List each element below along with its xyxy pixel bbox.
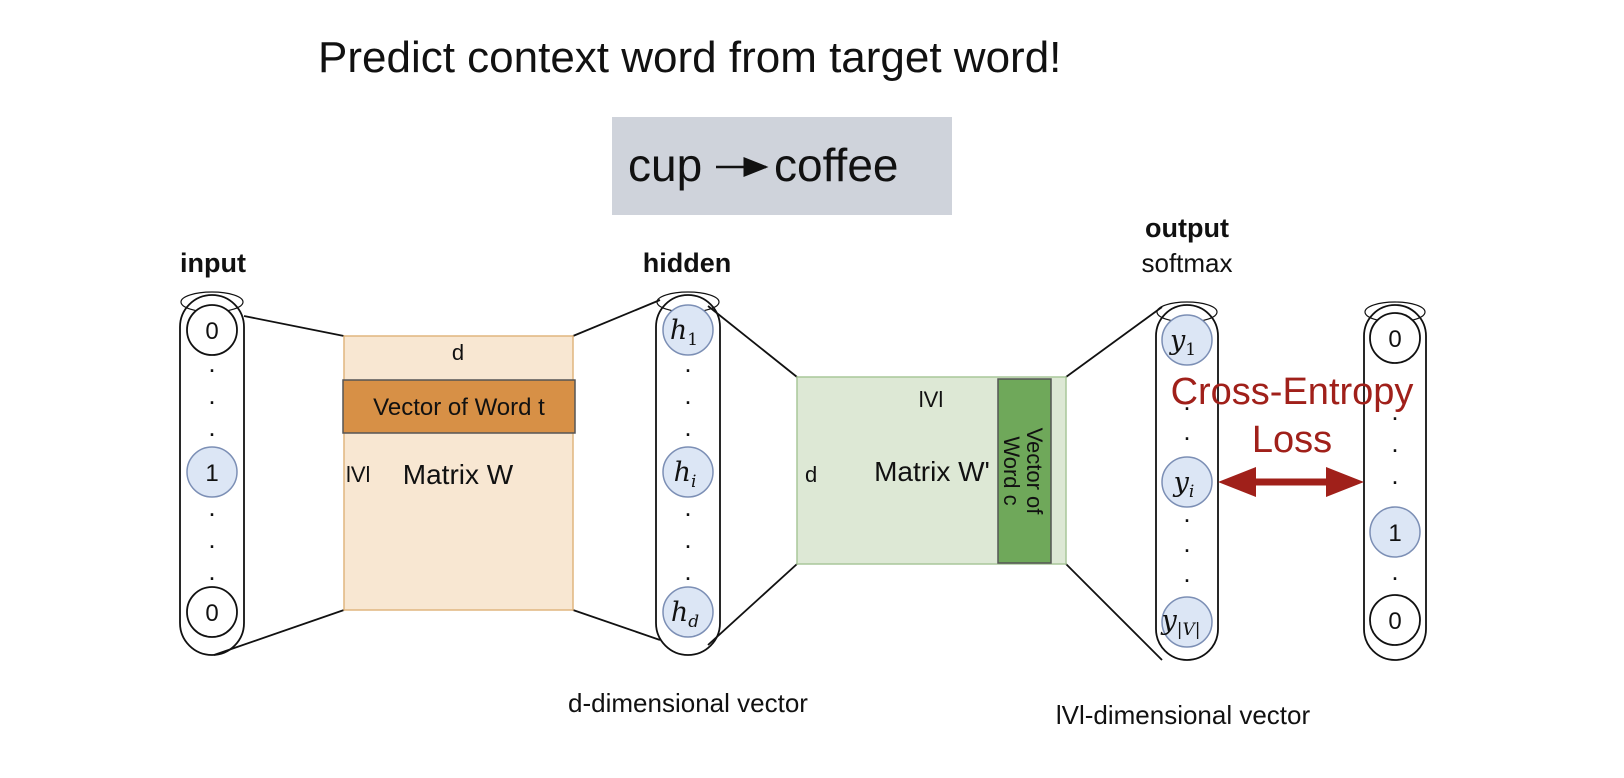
hidden-node-middle-sub: i	[691, 472, 696, 492]
matrix-w-name: Matrix W	[403, 459, 514, 490]
softmax-label: softmax	[1141, 248, 1232, 278]
hidden-ellipsis-dot: .	[684, 380, 691, 410]
input-node-bottom	[186, 586, 238, 638]
word-t-vector-label: Vector of Word t	[373, 394, 545, 421]
hidden-node-last	[662, 586, 714, 638]
matrix-w-col-label: d	[452, 340, 464, 365]
output-node-first-sub: 1	[1185, 340, 1196, 360]
example-source-word: cup	[628, 139, 702, 191]
hidden-ellipsis-dot: .	[684, 412, 691, 442]
hidden-ellipsis-dot: .	[684, 492, 691, 522]
hidden-node-last-label: hd	[671, 597, 699, 632]
hidden-node-last-symbol: h	[671, 597, 688, 628]
output-node-first-label: y1	[1169, 325, 1196, 360]
hidden-label: hidden	[643, 248, 732, 278]
loss-double-arrow	[1218, 467, 1364, 497]
matrix-w-prime-row-label: d	[805, 462, 817, 487]
hidden-column	[655, 294, 721, 656]
hidden-node-first-symbol: h	[670, 315, 687, 346]
output-node-last-symbol: y	[1161, 605, 1178, 636]
output-column	[1155, 304, 1219, 661]
input-ellipsis-dot: .	[208, 492, 215, 522]
word-c-vector-line1: Vector of	[1022, 428, 1047, 516]
target-node-bottom	[1369, 594, 1421, 646]
hidden-ellipsis-dot: .	[684, 556, 691, 586]
target-ellipsis-dot: .	[1391, 556, 1398, 586]
target-node-middle	[1369, 506, 1421, 558]
output-node-middle-label: yi	[1173, 467, 1195, 502]
hidden-node-last-sub: d	[688, 612, 699, 632]
hidden-ellipsis-dot: .	[684, 348, 691, 378]
output-node-middle-sub: i	[1189, 482, 1194, 502]
input-node-bottom-value: 0	[205, 600, 218, 627]
hidden-node-first-sub: 1	[687, 330, 698, 350]
hidden-node-first-label: h1	[670, 315, 698, 350]
target-ellipsis-dot: .	[1391, 428, 1398, 458]
hidden-node-middle	[662, 446, 714, 498]
target-ellipsis-dot: .	[1391, 460, 1398, 490]
hidden-node-middle-symbol: h	[674, 457, 691, 488]
input-ellipsis-dot: .	[208, 556, 215, 586]
word-c-vector	[997, 378, 1052, 564]
word-c-vector-label: Vector of Word c	[999, 428, 1047, 516]
hidden-ellipsis-dot: .	[684, 524, 691, 554]
input-node-top-value: 0	[205, 318, 218, 345]
loss-label-line2: Loss	[1252, 419, 1332, 461]
input-node-top	[186, 304, 238, 356]
target-node-top	[1369, 312, 1421, 364]
target-column	[1363, 304, 1427, 661]
output-caption: lVl-dimensional vector	[1056, 700, 1311, 730]
output-label: output	[1145, 213, 1229, 243]
output-ellipsis-dot: .	[1183, 558, 1190, 588]
output-ellipsis-dot: .	[1183, 498, 1190, 528]
output-node-middle	[1161, 456, 1213, 508]
target-node-top-value: 0	[1388, 326, 1401, 353]
output-node-last-sub: |V|	[1177, 620, 1201, 640]
input-ellipsis-dot: .	[208, 524, 215, 554]
input-ellipsis-dot: .	[208, 380, 215, 410]
input-column	[179, 294, 245, 656]
hidden-node-middle-label: hi	[674, 457, 697, 492]
input-label: input	[180, 248, 246, 278]
output-node-last	[1161, 596, 1213, 648]
example-target-word: coffee	[774, 139, 898, 191]
loss-label-line1: Cross-Entropy	[1171, 371, 1414, 413]
output-ellipsis-dot: .	[1183, 416, 1190, 446]
hidden-node-first	[662, 304, 714, 356]
matrix-w-prime-name: Matrix W'	[874, 456, 990, 487]
word-c-vector-line2: Word c	[999, 436, 1024, 505]
target-ellipsis-dot: .	[1391, 396, 1398, 426]
output-node-first	[1161, 314, 1213, 366]
hidden-caption: d-dimensional vector	[568, 688, 808, 718]
input-node-middle-value: 1	[205, 460, 218, 487]
word-t-vector	[342, 379, 576, 434]
connector-lines	[213, 299, 1163, 661]
target-node-middle-value: 1	[1388, 520, 1401, 547]
matrix-w-prime-col-label: lVl	[919, 387, 943, 412]
output-node-last-label: y|V|	[1161, 605, 1201, 640]
input-ellipsis-dot: .	[208, 348, 215, 378]
matrix-w-row-label: lVl	[346, 462, 370, 487]
diagram-title: Predict context word from target word!	[318, 33, 1061, 82]
output-node-middle-symbol: y	[1173, 467, 1190, 498]
output-ellipsis-dot: .	[1183, 528, 1190, 558]
output-ellipsis-dot: .	[1183, 386, 1190, 416]
input-node-middle	[186, 446, 238, 498]
output-node-first-symbol: y	[1169, 325, 1186, 356]
target-node-bottom-value: 0	[1388, 608, 1401, 635]
example-box	[612, 117, 952, 215]
input-ellipsis-dot: .	[208, 412, 215, 442]
